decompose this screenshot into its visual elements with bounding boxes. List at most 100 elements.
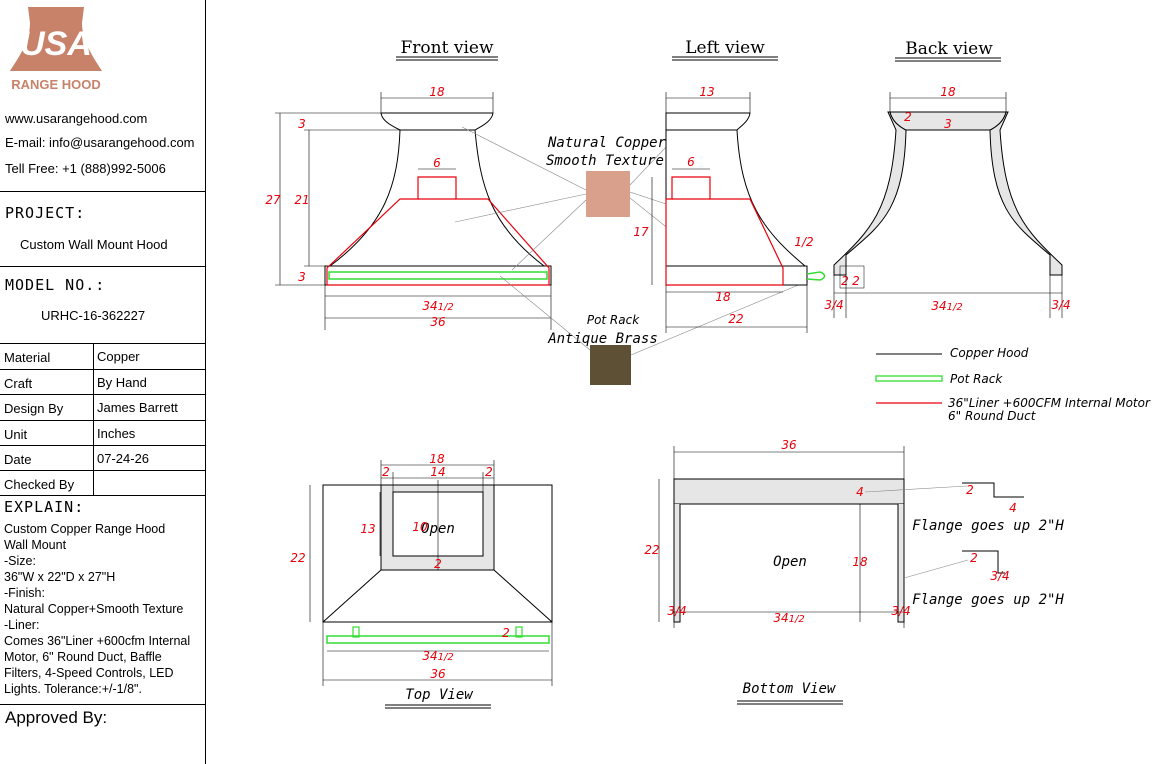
model-heading: MODEL NO.: xyxy=(5,276,106,294)
dim-back-flange2: 2 xyxy=(852,274,860,288)
divider xyxy=(0,704,205,705)
dim-top-below-2: 2 xyxy=(434,557,442,571)
back-view-title: Back view xyxy=(905,39,993,59)
spec-key: Material xyxy=(4,350,51,365)
dim-left-liner-height: 17 xyxy=(633,225,649,239)
left-hood-outline xyxy=(665,112,807,267)
website-text[interactable]: www.usarangehood.com xyxy=(5,111,148,126)
left-pot-rack xyxy=(806,271,826,281)
dim-top-side-a: 2 xyxy=(382,465,390,479)
left-liner xyxy=(665,176,784,286)
top-outline xyxy=(322,484,553,623)
back-top-plate xyxy=(889,111,1007,131)
dim-front-width: 36 xyxy=(430,315,446,329)
left-view-title: Left view xyxy=(685,38,765,58)
dim-top-liner: 341/2 xyxy=(422,649,453,663)
spec-row-date: Date 07-24-26 xyxy=(0,445,205,471)
copper-swatch xyxy=(586,171,630,217)
explain-heading: EXPLAIN: xyxy=(4,498,85,516)
dim-bottom-inner: 18 xyxy=(852,555,868,569)
dim-front-liner: 341/2 xyxy=(422,299,453,313)
front-view-title: Front view xyxy=(401,38,494,58)
dim-flange-d: 3/4 xyxy=(990,569,1009,583)
dim-top-inner-14: 14 xyxy=(430,465,445,479)
rack-callout-line2: Antique Brass xyxy=(547,331,658,347)
divider xyxy=(0,191,205,192)
bottom-view: Open 36 4 22 18 3/4 341/2 3/4 2 4 Flange… xyxy=(644,438,1064,705)
logo-subtitle: RANGE HOOD xyxy=(11,77,101,92)
dim-left-liner-depth: 18 xyxy=(715,290,731,304)
view-title-front: Front view xyxy=(396,38,498,61)
dim-top-width-18: 18 xyxy=(429,452,445,466)
dim-left-offset: 1/2 xyxy=(794,235,813,249)
spec-key: Checked By xyxy=(4,477,75,492)
dim-back-flange: 2 xyxy=(841,274,849,288)
dim-bottom-depth: 22 xyxy=(644,543,659,557)
spec-key: Unit xyxy=(4,427,28,442)
dim-back-collar: 2 xyxy=(904,110,912,124)
email-text[interactable]: E-mail: info@usarangehood.com xyxy=(5,135,195,150)
dim-back-top-height: 3 xyxy=(944,117,952,131)
front-bottom-band xyxy=(324,265,552,286)
view-title-left: Left view xyxy=(672,38,778,61)
dim-back-width: 341/2 xyxy=(931,299,962,313)
legend: Copper Hood Pot Rack 36"Liner +600CFM In… xyxy=(875,346,1151,423)
copper-callout-line1: Natural Copper xyxy=(547,135,667,151)
spec-row-craft: Craft By Hand xyxy=(0,369,205,395)
back-hood-outline xyxy=(833,111,1063,276)
spec-value: By Hand xyxy=(97,375,147,390)
phone-text[interactable]: Tell Free: +1 (888)992-5006 xyxy=(5,161,166,176)
legend-swatch-rack xyxy=(875,375,943,382)
flange-note-1: Flange goes up 2"H xyxy=(912,518,1064,534)
spec-value: 07-24-26 xyxy=(97,451,150,466)
explain-body: Custom Copper Range Hood Wall Mount -Siz… xyxy=(4,522,191,696)
dim-top-width: 36 xyxy=(430,667,446,681)
dim-front-total-height: 27 xyxy=(265,193,281,207)
spec-row-checked-by: Checked By xyxy=(0,470,205,496)
dim-front-duct: 6 xyxy=(433,156,441,170)
logo-letters: USA xyxy=(20,25,92,63)
spec-row-unit: Unit Inches xyxy=(0,420,205,446)
left-view: 13 6 17 1/2 18 22 xyxy=(633,85,826,333)
front-pot-rack xyxy=(328,271,548,280)
legend-label-liner: 36"Liner +600CFM Internal Motor xyxy=(948,396,1151,410)
top-view-title: Top View xyxy=(405,687,473,703)
dim-top-depth-13: 13 xyxy=(360,522,375,536)
left-bottom-band xyxy=(665,265,808,286)
spec-value: Copper xyxy=(97,349,140,364)
flange-note-2: Flange goes up 2"H xyxy=(912,592,1064,608)
dim-top-rack-gap: 2 xyxy=(502,626,510,640)
spec-value: Inches xyxy=(97,426,136,441)
dim-bottom-band: 4 xyxy=(856,485,864,499)
dim-bottom-width: 36 xyxy=(781,438,797,452)
dim-back-side-left: 3/4 xyxy=(824,298,843,312)
top-pot-rack xyxy=(326,635,550,644)
dim-front-body-height: 21 xyxy=(294,193,309,207)
model-number: URHC-16-362227 xyxy=(41,308,146,323)
back-view: 18 2 3 2 2 3/4 341/2 3/4 xyxy=(824,85,1071,318)
dim-top-side-b: 2 xyxy=(485,465,493,479)
view-title-back: Back view xyxy=(895,39,1001,62)
dim-left-depth: 22 xyxy=(728,312,743,326)
bottom-view-title: Bottom View xyxy=(743,681,836,697)
dim-bottom-side-left: 3/4 xyxy=(667,604,686,618)
legend-label-copper: Copper Hood xyxy=(950,346,1029,360)
usa-range-hood-logo: USA RANGE HOOD xyxy=(10,7,102,92)
dim-bottom-span: 341/2 xyxy=(773,611,804,625)
legend-label-rack: Pot Rack xyxy=(950,372,1003,386)
dim-flange-b: 4 xyxy=(1009,501,1017,515)
approved-by-label: Approved By: xyxy=(5,708,108,727)
front-liner xyxy=(326,176,550,286)
flange-detail-1 xyxy=(962,482,1024,498)
project-name: Custom Wall Mount Hood xyxy=(20,237,168,252)
technical-drawing: Front view Left view Back view 18 6 27 3… xyxy=(265,38,1151,709)
bottom-side-rails xyxy=(673,504,905,623)
top-view: Open 18 2 14 2 13 10 2 22 2 341/2 36 Top… xyxy=(290,452,553,709)
dim-top-depth-22: 22 xyxy=(290,551,305,565)
front-view: 18 6 27 3 21 3 341/2 36 xyxy=(265,85,552,330)
dim-left-duct: 6 xyxy=(687,155,695,169)
spec-value: James Barrett xyxy=(97,400,178,415)
brass-swatch xyxy=(590,345,631,385)
spec-row-design-by: Design By James Barrett xyxy=(0,394,205,420)
bottom-open-label: Open xyxy=(773,554,807,570)
